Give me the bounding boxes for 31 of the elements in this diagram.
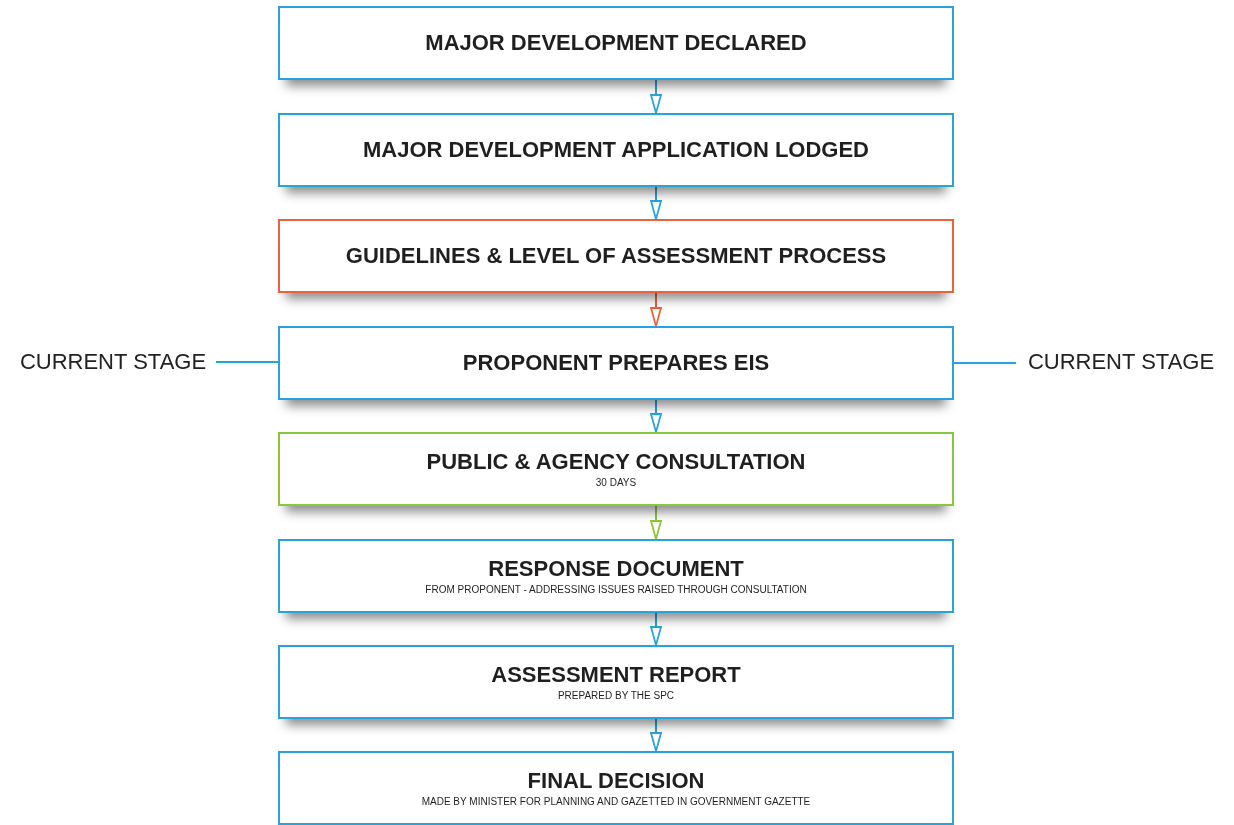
process-box bbox=[278, 539, 954, 613]
step-title: PROPONENT PREPARES EIS bbox=[462, 350, 770, 376]
arrow bbox=[650, 505, 662, 540]
step-title: MAJOR DEVELOPMENT APPLICATION LODGED bbox=[363, 137, 869, 163]
stage-label: CURRENT STAGE bbox=[1016, 348, 1226, 376]
arrow bbox=[650, 612, 662, 646]
step-note: FROM PROPONENT - ADDRESSING ISSUES RAISED THROUGH CONSULTATION bbox=[425, 583, 807, 595]
step-title: FINAL DECISION bbox=[527, 769, 705, 794]
arrow bbox=[650, 79, 662, 114]
step-title: ASSESSMENT REPORT bbox=[491, 663, 741, 688]
process-box bbox=[278, 6, 954, 80]
step-note: 30 DAYS bbox=[595, 476, 637, 488]
process-box bbox=[278, 432, 954, 506]
arrow bbox=[650, 399, 662, 433]
process-box bbox=[278, 645, 954, 719]
step-title: MAJOR DEVELOPMENT DECLARED bbox=[425, 30, 807, 56]
arrow bbox=[650, 186, 662, 220]
arrow bbox=[650, 718, 662, 752]
step-note: PREPARED BY THE SPC bbox=[557, 689, 675, 701]
leader-line bbox=[215, 361, 279, 363]
step-title: PUBLIC & AGENCY CONSULTATION bbox=[426, 450, 806, 475]
stage-label: CURRENT STAGE bbox=[8, 348, 218, 376]
arrow bbox=[650, 292, 662, 327]
step-title: RESPONSE DOCUMENT bbox=[488, 557, 744, 582]
step-title: GUIDELINES & LEVEL OF ASSESSMENT PROCESS bbox=[345, 243, 887, 269]
process-box bbox=[278, 326, 954, 400]
step-note: MADE BY MINISTER FOR PLANNING AND GAZETTED IN GOVERNMENT GAZETTE bbox=[421, 795, 811, 807]
leader-line bbox=[953, 362, 1017, 364]
process-box bbox=[278, 113, 954, 187]
process-box bbox=[278, 219, 954, 293]
process-box bbox=[278, 751, 954, 825]
